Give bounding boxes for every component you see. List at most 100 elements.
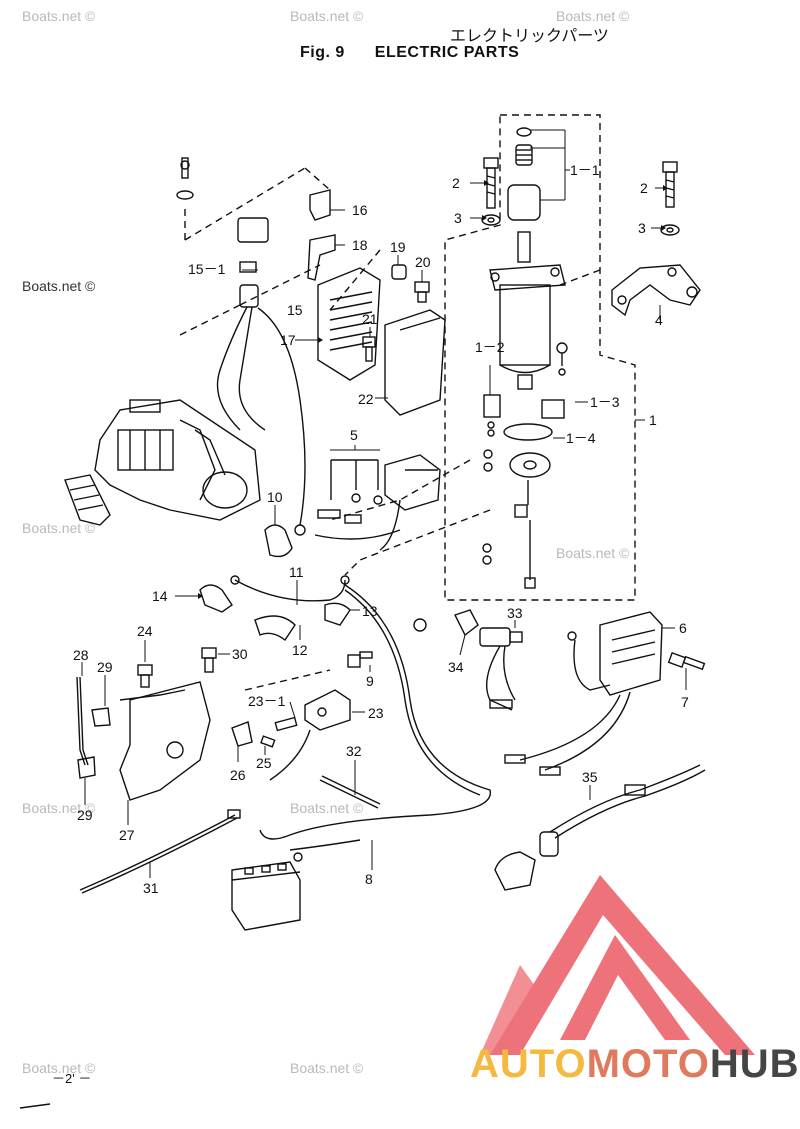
- terminal-16: [309, 189, 331, 221]
- part-26: [231, 721, 253, 747]
- callout-12: 12: [292, 642, 308, 658]
- callout-3: 3: [454, 210, 462, 226]
- figure-number: Fig. 9: [300, 44, 345, 61]
- cable-31: [79, 814, 236, 891]
- wire-harness-15: [176, 157, 306, 536]
- callout-1-3: 1－3: [590, 394, 620, 410]
- cable-8: [259, 584, 491, 840]
- cover-22: [384, 309, 446, 416]
- callout-8: 8: [365, 871, 373, 887]
- bracket-27: [119, 681, 211, 801]
- callout-21: 21: [362, 311, 378, 327]
- watermark: Boats.net ©: [22, 8, 96, 24]
- callout-18: 18: [352, 237, 368, 253]
- callout-23: 23: [368, 705, 384, 721]
- bolt-2-right: [662, 161, 678, 208]
- callout-29: 29: [77, 807, 93, 823]
- rectifier-assembly-outline: [179, 167, 601, 691]
- callout-31: 31: [143, 880, 159, 896]
- callout-16: 16: [352, 202, 368, 218]
- callout-1-1: 1－1: [570, 162, 600, 178]
- washer-3-left: [481, 214, 501, 226]
- clip-29-bottom: [77, 756, 96, 779]
- part-25: [260, 735, 276, 748]
- callout-1-2: 1－2: [475, 339, 505, 355]
- rod-28: [76, 676, 86, 766]
- callout-20: 20: [415, 254, 431, 270]
- callout-14: 14: [152, 588, 168, 604]
- brush-holder: [482, 342, 568, 589]
- cable-11: [234, 579, 346, 602]
- callout-28: 28: [73, 647, 89, 663]
- callout-3: 3: [638, 220, 646, 236]
- automotohub-logo-text: AUTOMOTOHUB: [470, 1042, 800, 1086]
- watermark: Boats.net ©: [290, 1060, 364, 1076]
- battery: [231, 861, 301, 931]
- callout-1: 1: [649, 412, 657, 428]
- callout-24: 24: [137, 623, 153, 639]
- callout-1-4: 1－4: [566, 430, 596, 446]
- washer-3-right: [660, 224, 680, 236]
- callout-10: 10: [267, 489, 283, 505]
- callout-17: 17: [280, 332, 296, 348]
- bolt-30: [201, 647, 217, 673]
- page-title: Fig. 9 ELECTRIC PARTS: [300, 44, 519, 62]
- callout-19: 19: [390, 239, 406, 255]
- bolt-2-left: [483, 157, 499, 209]
- watermark: Boats.net ©: [22, 800, 96, 816]
- watermark: Boats.net ©: [290, 800, 364, 816]
- callout-4: 4: [655, 312, 663, 328]
- rectifier-17: [317, 267, 381, 381]
- callout-32: 32: [346, 743, 362, 759]
- callout-9: 9: [366, 673, 374, 689]
- automotohub-logo-mark: [480, 875, 755, 1055]
- clip-29-top: [91, 707, 111, 727]
- starter-assembly-outline: [444, 114, 636, 601]
- watermark: Boats.net ©: [22, 278, 96, 294]
- boot-13: [324, 602, 351, 626]
- title-japanese: エレクトリックパーツ: [450, 26, 609, 45]
- callout-33: 33: [507, 605, 523, 621]
- bolt-20: [414, 281, 430, 303]
- switch-23: [269, 689, 351, 781]
- page-number: －2' －: [52, 1071, 92, 1086]
- bolt-9: [347, 651, 373, 668]
- callout-34: 34: [448, 659, 464, 675]
- callout-2: 2: [640, 180, 648, 196]
- callout-11: 11: [289, 564, 304, 580]
- clip-34: [454, 609, 479, 637]
- callout-22: 22: [358, 391, 374, 407]
- terminal-18: [307, 234, 336, 281]
- callout-29: 29: [97, 659, 113, 675]
- watermark: Boats.net ©: [22, 520, 96, 536]
- watermark: Boats.net ©: [22, 1060, 96, 1076]
- callout-15-1: 15－1: [188, 261, 226, 277]
- callout-2: 2: [452, 175, 460, 191]
- cap-10: [264, 524, 293, 558]
- engine-block: [64, 399, 261, 526]
- bolt-24: [137, 664, 153, 688]
- callout-23-1: 23－1: [248, 693, 286, 709]
- callout-26: 26: [230, 767, 246, 783]
- boot-14: [199, 584, 233, 613]
- callout-15: 15: [287, 302, 303, 318]
- tie-32: [319, 779, 379, 809]
- sensor-35: [494, 764, 706, 891]
- watermark: Boats.net ©: [556, 545, 630, 561]
- bolt-21: [362, 336, 376, 362]
- callout-35: 35: [582, 769, 598, 785]
- hose-12: [254, 615, 296, 642]
- callout-30: 30: [232, 646, 248, 662]
- switch-33: [479, 627, 523, 711]
- watermark: Boats.net ©: [556, 8, 630, 24]
- title-english: ELECTRIC PARTS: [374, 44, 520, 61]
- collar-19: [391, 264, 407, 280]
- watermark: Boats.net ©: [290, 8, 364, 24]
- callout-27: 27: [119, 827, 135, 843]
- bracket-4: [611, 264, 701, 317]
- callout-7: 7: [681, 694, 689, 710]
- callout-6: 6: [679, 620, 687, 636]
- starter-motor: [489, 127, 566, 390]
- callout-25: 25: [256, 755, 272, 771]
